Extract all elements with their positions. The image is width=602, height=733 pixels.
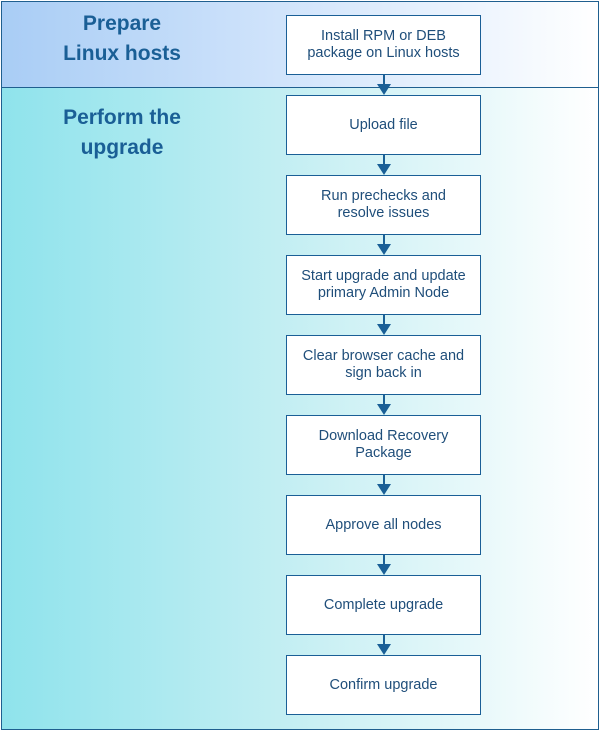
- step-label-line: package on Linux hosts: [307, 45, 460, 61]
- upgrade-phase-title: Perform the upgrade: [22, 103, 222, 163]
- step-approve-nodes: Approve all nodes: [286, 495, 481, 555]
- step-label-line: Upload file: [349, 116, 418, 133]
- step-run-prechecks: Run prechecks and resolve issues: [286, 175, 481, 235]
- step-complete-upgrade: Complete upgrade: [286, 575, 481, 635]
- upgrade-phase-title-line-1: Perform the: [63, 106, 181, 129]
- step-confirm-upgrade: Confirm upgrade: [286, 655, 481, 715]
- upgrade-phase-title-line-2: upgrade: [80, 136, 164, 159]
- prepare-phase-title-line-2: Linux hosts: [63, 42, 181, 65]
- step-label-line: sign back in: [345, 365, 422, 381]
- step-label-line: Complete upgrade: [323, 596, 444, 613]
- prepare-phase-title-line-1: Prepare: [82, 12, 162, 35]
- step-label-line: Download Recovery: [318, 428, 449, 444]
- step-label-line: Run prechecks and: [321, 188, 446, 204]
- step-label-line: Approve all nodes: [325, 516, 442, 533]
- step-install-package: Install RPM or DEB package on Linux host…: [286, 15, 481, 75]
- prepare-phase-title: Prepare Linux hosts: [22, 9, 222, 69]
- step-label-line: Clear browser cache and: [302, 348, 465, 364]
- step-label-line: Confirm upgrade: [329, 676, 438, 693]
- step-upload-file: Upload file: [286, 95, 481, 155]
- step-download-recovery-package: Download Recovery Package: [286, 415, 481, 475]
- step-label-line: resolve issues: [337, 205, 430, 221]
- step-start-upgrade: Start upgrade and update primary Admin N…: [286, 255, 481, 315]
- step-label-line: primary Admin Node: [317, 285, 450, 301]
- step-clear-browser-cache: Clear browser cache and sign back in: [286, 335, 481, 395]
- step-label-line: Package: [355, 445, 412, 461]
- step-label-line: Install RPM or DEB: [321, 28, 446, 44]
- step-label-line: Start upgrade and update: [301, 268, 466, 284]
